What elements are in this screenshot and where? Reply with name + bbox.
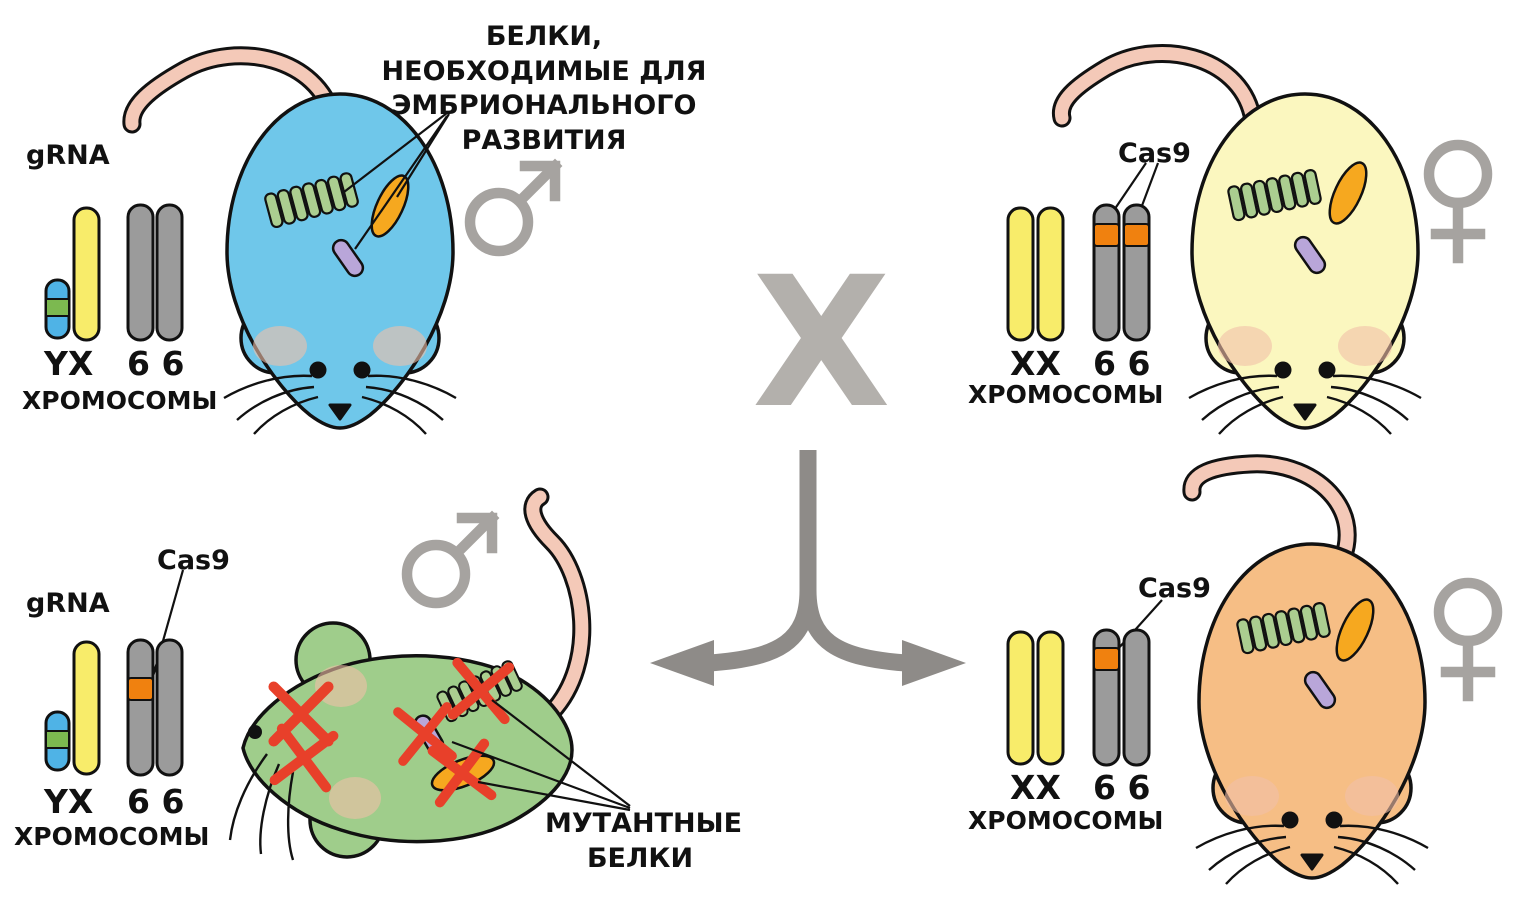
- x-chromosome: [1036, 206, 1065, 342]
- grna-band: [45, 298, 70, 317]
- x-chromosome: [72, 640, 101, 776]
- embryonic-proteins-label: БЕЛКИ, НЕОБХОДИМЫЕ ДЛЯ ЭМБРИОНАЛЬНОГО РА…: [381, 21, 707, 156]
- autosome-6: [1122, 628, 1151, 767]
- mutant-son-mouse: [228, 487, 592, 861]
- father-chromosomes-label: ХРОМОСОМЫ: [22, 386, 218, 415]
- mother-mouse: [1051, 44, 1423, 436]
- father-grna-label: gRNA: [26, 140, 110, 171]
- cas9-band: [1093, 647, 1120, 671]
- mother-chromosomes-label: ХРОМОСОМЫ: [968, 380, 1164, 409]
- daughter-cas9-label: Cas9: [1138, 573, 1211, 604]
- x-chromosome: [1006, 206, 1035, 342]
- embryonic-proteins-pointer-lines: [343, 112, 450, 250]
- cas9-band: [127, 677, 154, 701]
- x-chromosome: [1036, 630, 1065, 766]
- mutant-proteins-label: МУТАНТНЫЕ БЕЛКИ: [545, 808, 743, 875]
- daughter-karyotype: [1006, 628, 1151, 767]
- father-sex-chromosomes-label: YX: [44, 344, 94, 383]
- son-cas9-label: Cas9: [157, 545, 230, 576]
- mother-cas9-label: Cas9: [1118, 138, 1191, 169]
- son-autosomes-label: 6 6: [127, 782, 185, 821]
- x-chromosome: [1006, 630, 1035, 766]
- autosome-6: [126, 638, 155, 777]
- mother-sex-chromosomes-label: XX: [1010, 344, 1061, 383]
- autosome-6: [155, 203, 184, 342]
- female-symbol-icon: [1429, 145, 1487, 258]
- daughter-mouse: [1182, 454, 1430, 886]
- female-symbol-icon: [1439, 583, 1497, 696]
- father-autosomes-label: 6 6: [127, 344, 185, 383]
- daughter-sex-chromosomes-label: XX: [1010, 768, 1061, 807]
- son-sex-chromosomes-label: YX: [44, 782, 94, 821]
- daughter-chromosomes-label: ХРОМОСОМЫ: [968, 806, 1164, 835]
- mutant-son-karyotype: [44, 638, 184, 777]
- daughter-autosomes-label: 6 6: [1093, 768, 1151, 807]
- cas9-band: [1093, 223, 1120, 247]
- male-symbol-icon: [470, 166, 555, 251]
- x-chromosome: [72, 206, 101, 342]
- father-mouse: [122, 46, 458, 436]
- mother-karyotype: [1006, 203, 1151, 342]
- cross-symbol: X: [752, 239, 891, 448]
- mother-autosomes-label: 6 6: [1093, 344, 1151, 383]
- autosome-6: [126, 203, 155, 342]
- offspring-arrow: [650, 450, 966, 686]
- autosome-6: [155, 638, 184, 777]
- son-grna-label: gRNA: [26, 588, 110, 619]
- mutant-proteins-pointer-lines: [451, 699, 631, 812]
- grna-band: [45, 730, 70, 749]
- father-karyotype: [44, 203, 184, 342]
- male-symbol-icon: [407, 518, 492, 603]
- son-chromosomes-label: ХРОМОСОМЫ: [14, 822, 210, 851]
- cas9-band: [1123, 223, 1150, 247]
